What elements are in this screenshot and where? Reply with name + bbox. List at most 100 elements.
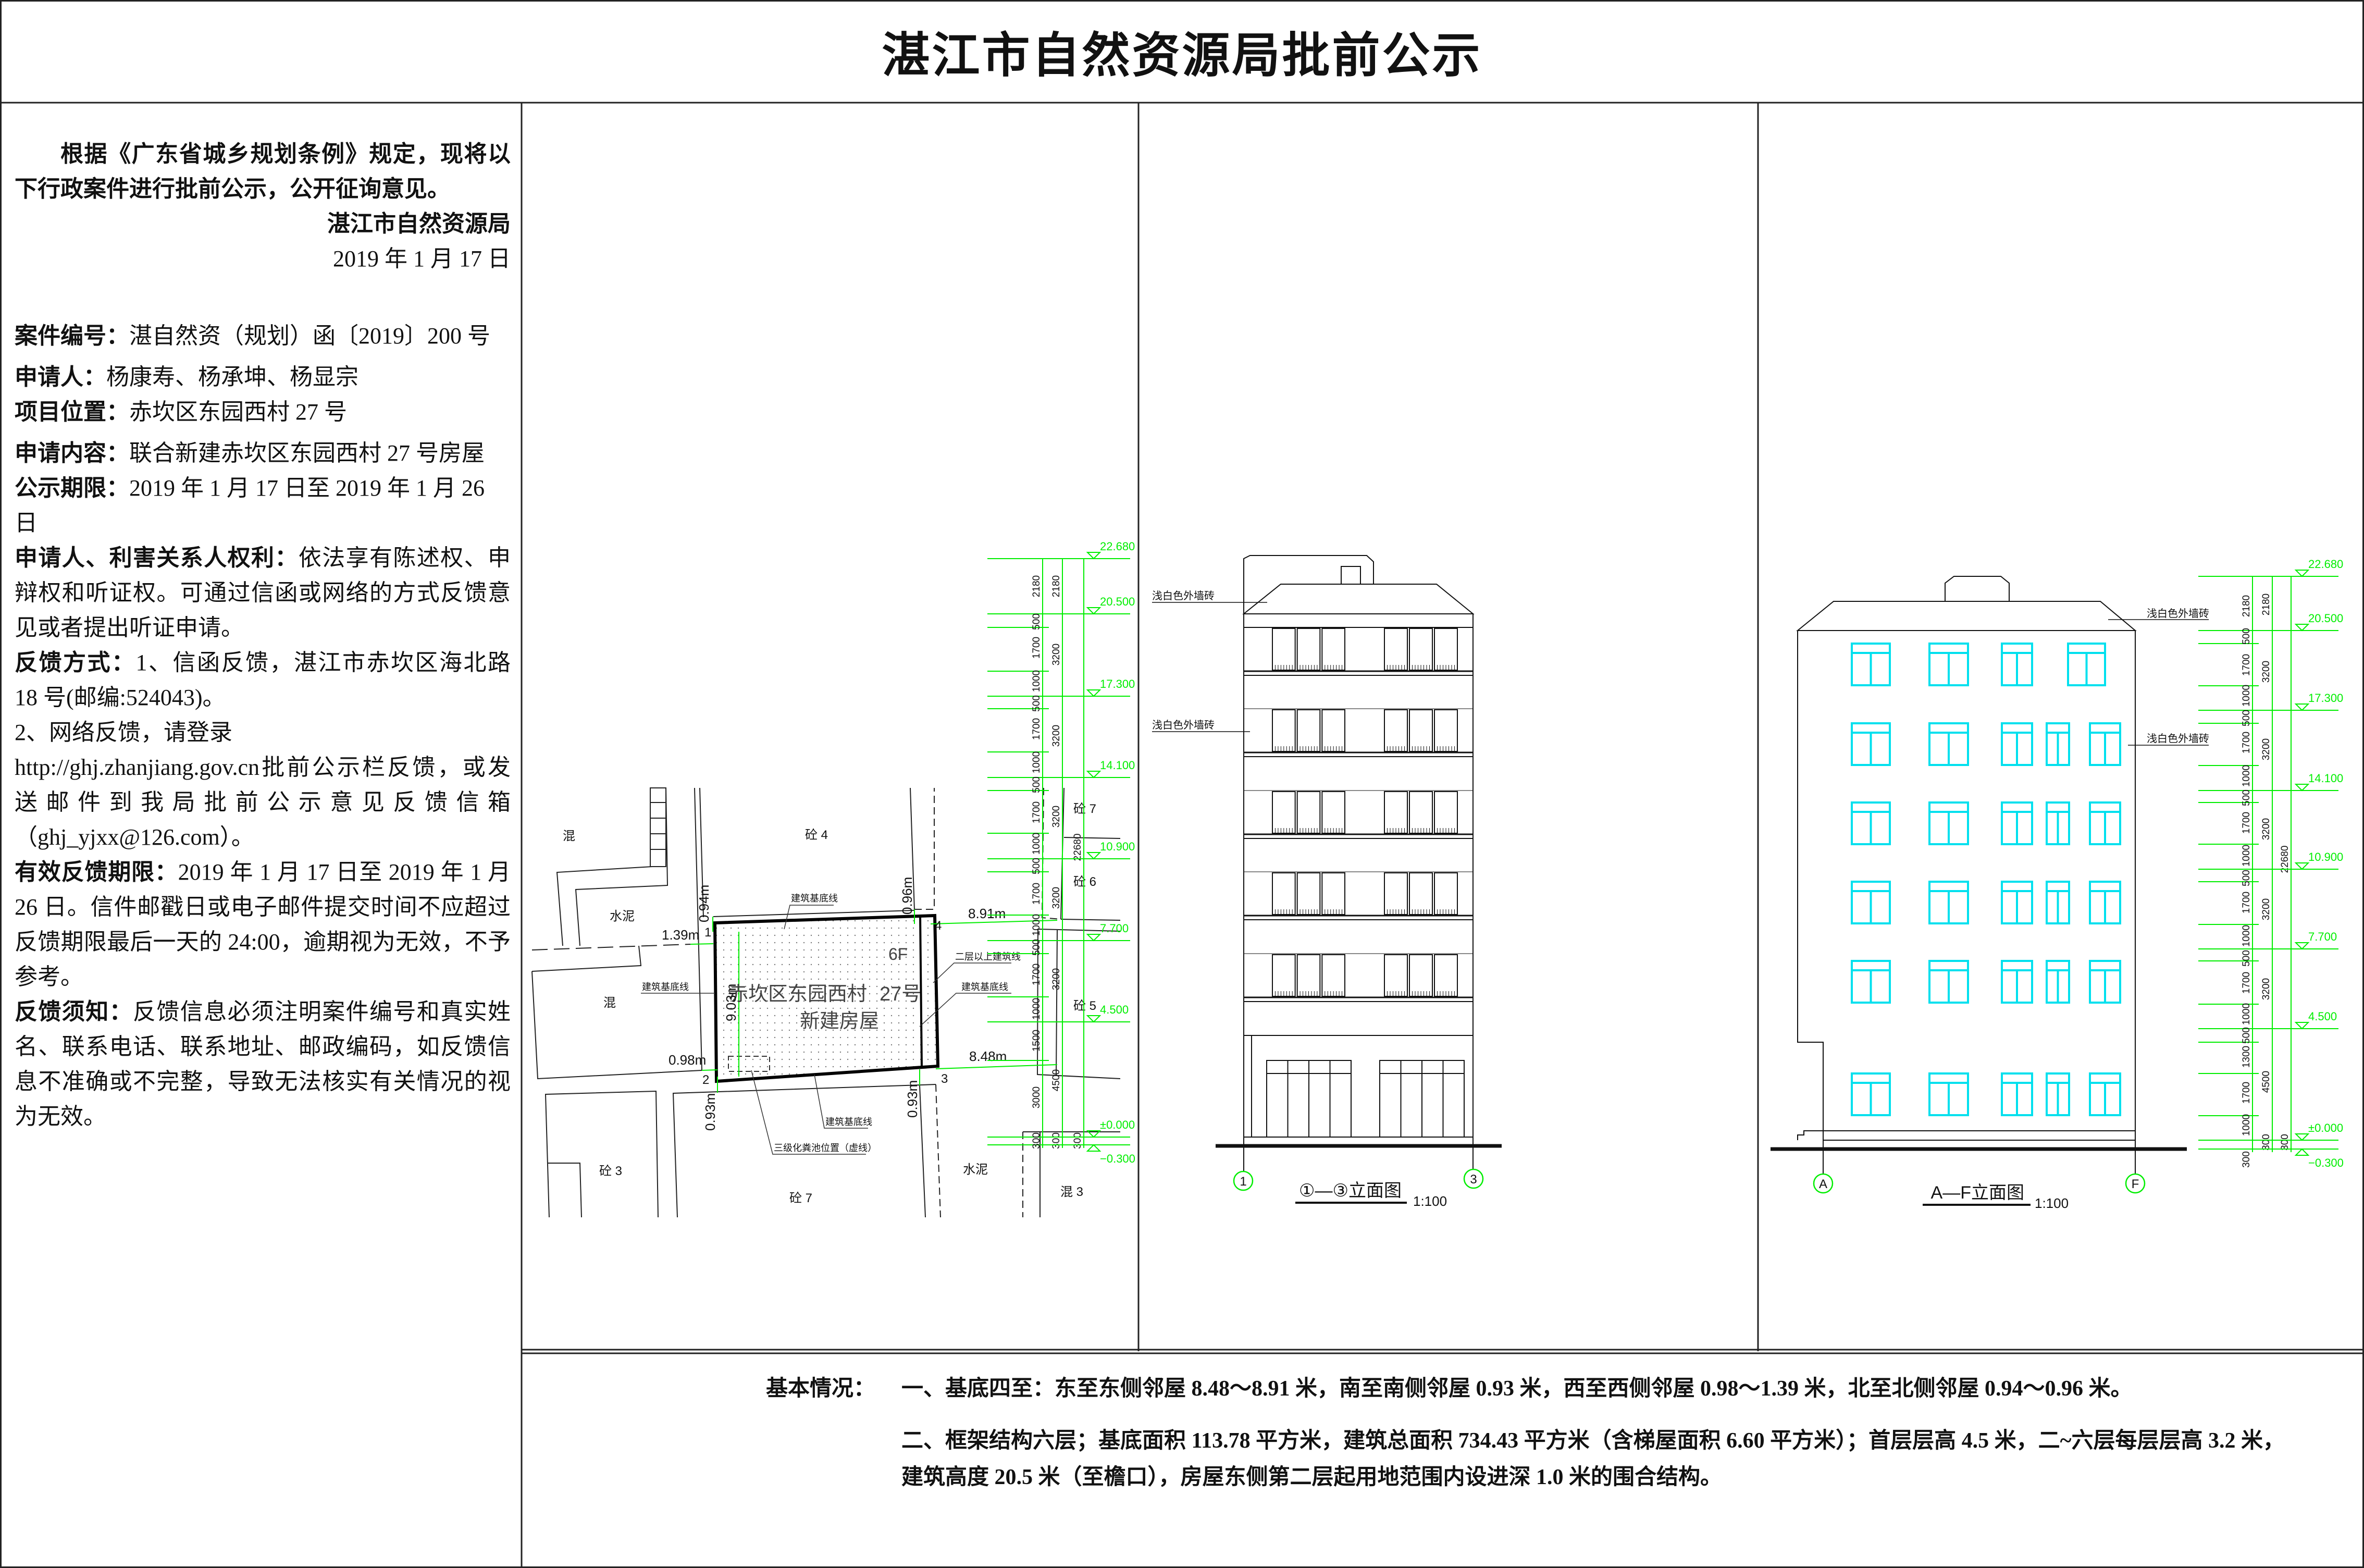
window xyxy=(1296,954,1321,997)
frame-lines xyxy=(0,102,2364,1568)
material-note-2: 浅白色外墙砖 xyxy=(2147,733,2209,745)
dimension-value: 500 xyxy=(1031,613,1042,630)
level-value: 20.500 xyxy=(1100,595,1135,608)
dimension-value: 500 xyxy=(2241,950,2252,967)
level-marker-icon xyxy=(2294,1133,2310,1141)
dimension-value: 2180 xyxy=(1051,575,1062,597)
dimension-value: 300 xyxy=(1072,1132,1083,1149)
label-cement-2: 水泥 xyxy=(963,1163,988,1177)
floors-label: 6F xyxy=(888,945,908,964)
dimension-value: 1000 xyxy=(2241,1003,2252,1025)
window xyxy=(1272,954,1296,997)
note-base-right: 建筑基底线 xyxy=(961,982,1008,992)
building-name: 赤坎区东园西村 xyxy=(728,983,867,1005)
dimension-value: 3200 xyxy=(2261,978,2272,1000)
level-marker-icon xyxy=(2294,703,2310,711)
window xyxy=(1409,709,1433,752)
content-row: 申请内容：联合新建赤坎区东园西村 27 号房屋 xyxy=(15,436,511,471)
window xyxy=(1321,709,1345,752)
window xyxy=(1409,954,1433,997)
axis-f-label: F xyxy=(2132,1177,2139,1191)
note-base-left: 建筑基底线 xyxy=(642,982,689,992)
site-neighbor-lines xyxy=(531,787,1121,1218)
dimension-value: 300 xyxy=(1031,1132,1042,1149)
building-outline xyxy=(1243,613,1474,1146)
dim-depth-9-03: 9.03m xyxy=(723,984,739,1021)
dimension-value: 500 xyxy=(2241,1027,2252,1044)
dimension-value: 1000 xyxy=(2241,685,2252,707)
dim-south-0-93-left: 0.93m xyxy=(702,1093,718,1131)
window xyxy=(1384,791,1408,834)
roof-parapet xyxy=(1796,601,2137,631)
period: 2019 年 1 月 17 日至 2019 年 1 月 26 日 xyxy=(15,475,485,536)
dimension-value: 3200 xyxy=(1051,725,1062,747)
page-title: 湛江市自然资源局批前公示 xyxy=(882,29,1482,82)
window xyxy=(1384,954,1408,997)
window xyxy=(1384,628,1408,671)
feedback-row: 反馈方式：1、信函反馈，湛江市赤坎区海北路 18 号(邮编:524043)。 2… xyxy=(15,645,511,855)
upper-floor-line xyxy=(919,916,923,1068)
window xyxy=(1409,628,1433,671)
level-value: ±0.000 xyxy=(1100,1118,1135,1131)
dimension-value: 2180 xyxy=(2241,595,2252,617)
basic-info-line-2: 二、框架结构六层；基底面积 113.78 平方米，建筑总面积 734.43 平方… xyxy=(901,1429,2285,1453)
window xyxy=(1409,872,1433,915)
level-marker-icon xyxy=(1086,607,1101,615)
label-c7-bottom: 砼 7 xyxy=(789,1191,812,1205)
dim-north-0-96: 0.96m xyxy=(899,877,915,915)
window xyxy=(1409,791,1433,834)
dim-east-8-91: 8.91m xyxy=(968,906,1006,921)
dimension-value: 2180 xyxy=(2261,594,2272,615)
level-value: 4.500 xyxy=(1100,1003,1129,1016)
dimension-value: 500 xyxy=(2241,870,2252,886)
axis-markers xyxy=(1233,1168,1484,1191)
window xyxy=(1321,954,1345,997)
note-base-bottom: 建筑基底线 xyxy=(825,1117,872,1127)
period-label: 公示期限： xyxy=(15,475,129,501)
elevation-2-scale: 1:100 xyxy=(2035,1195,2069,1211)
window xyxy=(1272,709,1296,752)
dimension-value: 1700 xyxy=(1031,883,1042,905)
dimension-value: 300 xyxy=(1051,1132,1062,1149)
dimension-value: 1700 xyxy=(2241,732,2252,754)
dimension-value: 3200 xyxy=(2261,738,2272,760)
level-value: 17.300 xyxy=(1100,677,1135,690)
dimension-value: 1000 xyxy=(2241,845,2252,867)
level-value: −0.300 xyxy=(1100,1152,1135,1165)
dimension-value: 1000 xyxy=(1031,751,1042,773)
dimension-value: 1500 xyxy=(1031,1030,1042,1052)
level-marker-icon xyxy=(2294,570,2310,577)
level-marker-icon xyxy=(2294,624,2310,632)
site-leader-lines xyxy=(641,905,1011,1155)
material-note-1: 浅白色外墙砖 xyxy=(1152,590,1215,602)
dimension-value: 3200 xyxy=(2261,818,2272,840)
dimension-value: 1000 xyxy=(2241,925,2252,947)
dimension-value: 500 xyxy=(1031,858,1042,874)
feedback-url-link[interactable]: http://ghj.zhanjiang.gov.cn xyxy=(15,755,260,780)
dimension-value: 1700 xyxy=(2241,1082,2252,1104)
corner-point-1: 1 xyxy=(704,925,711,940)
corner-point-4: 4 xyxy=(935,919,942,933)
valid-period-label: 有效反馈期限： xyxy=(15,859,178,885)
dimension-value: 300 xyxy=(2241,1151,2252,1168)
valid-period: 2019 年 1 月 17 日至 2019 年 1 月 26 日。信件邮戳日或电… xyxy=(15,859,511,990)
dimension-value: 1700 xyxy=(1031,718,1042,740)
elevation-a-f: 浅白色外墙砖 浅白色外墙砖 A F A—F立面图 1:100 xyxy=(1771,576,2209,1211)
level-value: 20.500 xyxy=(2308,612,2343,625)
dimension-value: 3200 xyxy=(2261,661,2272,683)
material-note-2: 浅白色外墙砖 xyxy=(1152,719,1215,731)
level-value: ±0.000 xyxy=(2308,1121,2343,1134)
location: 赤坎区东园西村 27 号 xyxy=(129,399,347,425)
level-marker-icon xyxy=(1086,852,1101,860)
dimension-value: 1700 xyxy=(2241,972,2252,994)
dimension-value: 1000 xyxy=(2241,1114,2252,1136)
content: 联合新建赤坎区东园西村 27 号房屋 xyxy=(129,440,485,466)
site-plan: 砼 4 砼 7 砼 6 砼 5 砼 3 砼 7 混 水泥 混 水泥 混 3 建筑… xyxy=(531,787,1121,1218)
notice-date: 2019 年 1 月 17 日 xyxy=(333,246,511,271)
level-marker-icon xyxy=(1086,552,1101,560)
label-c7-top: 砼 7 xyxy=(1073,802,1096,816)
dimension-value: 3000 xyxy=(1031,1087,1042,1108)
label-c6: 砼 6 xyxy=(1073,875,1096,889)
case-number-label: 案件编号： xyxy=(15,323,129,349)
